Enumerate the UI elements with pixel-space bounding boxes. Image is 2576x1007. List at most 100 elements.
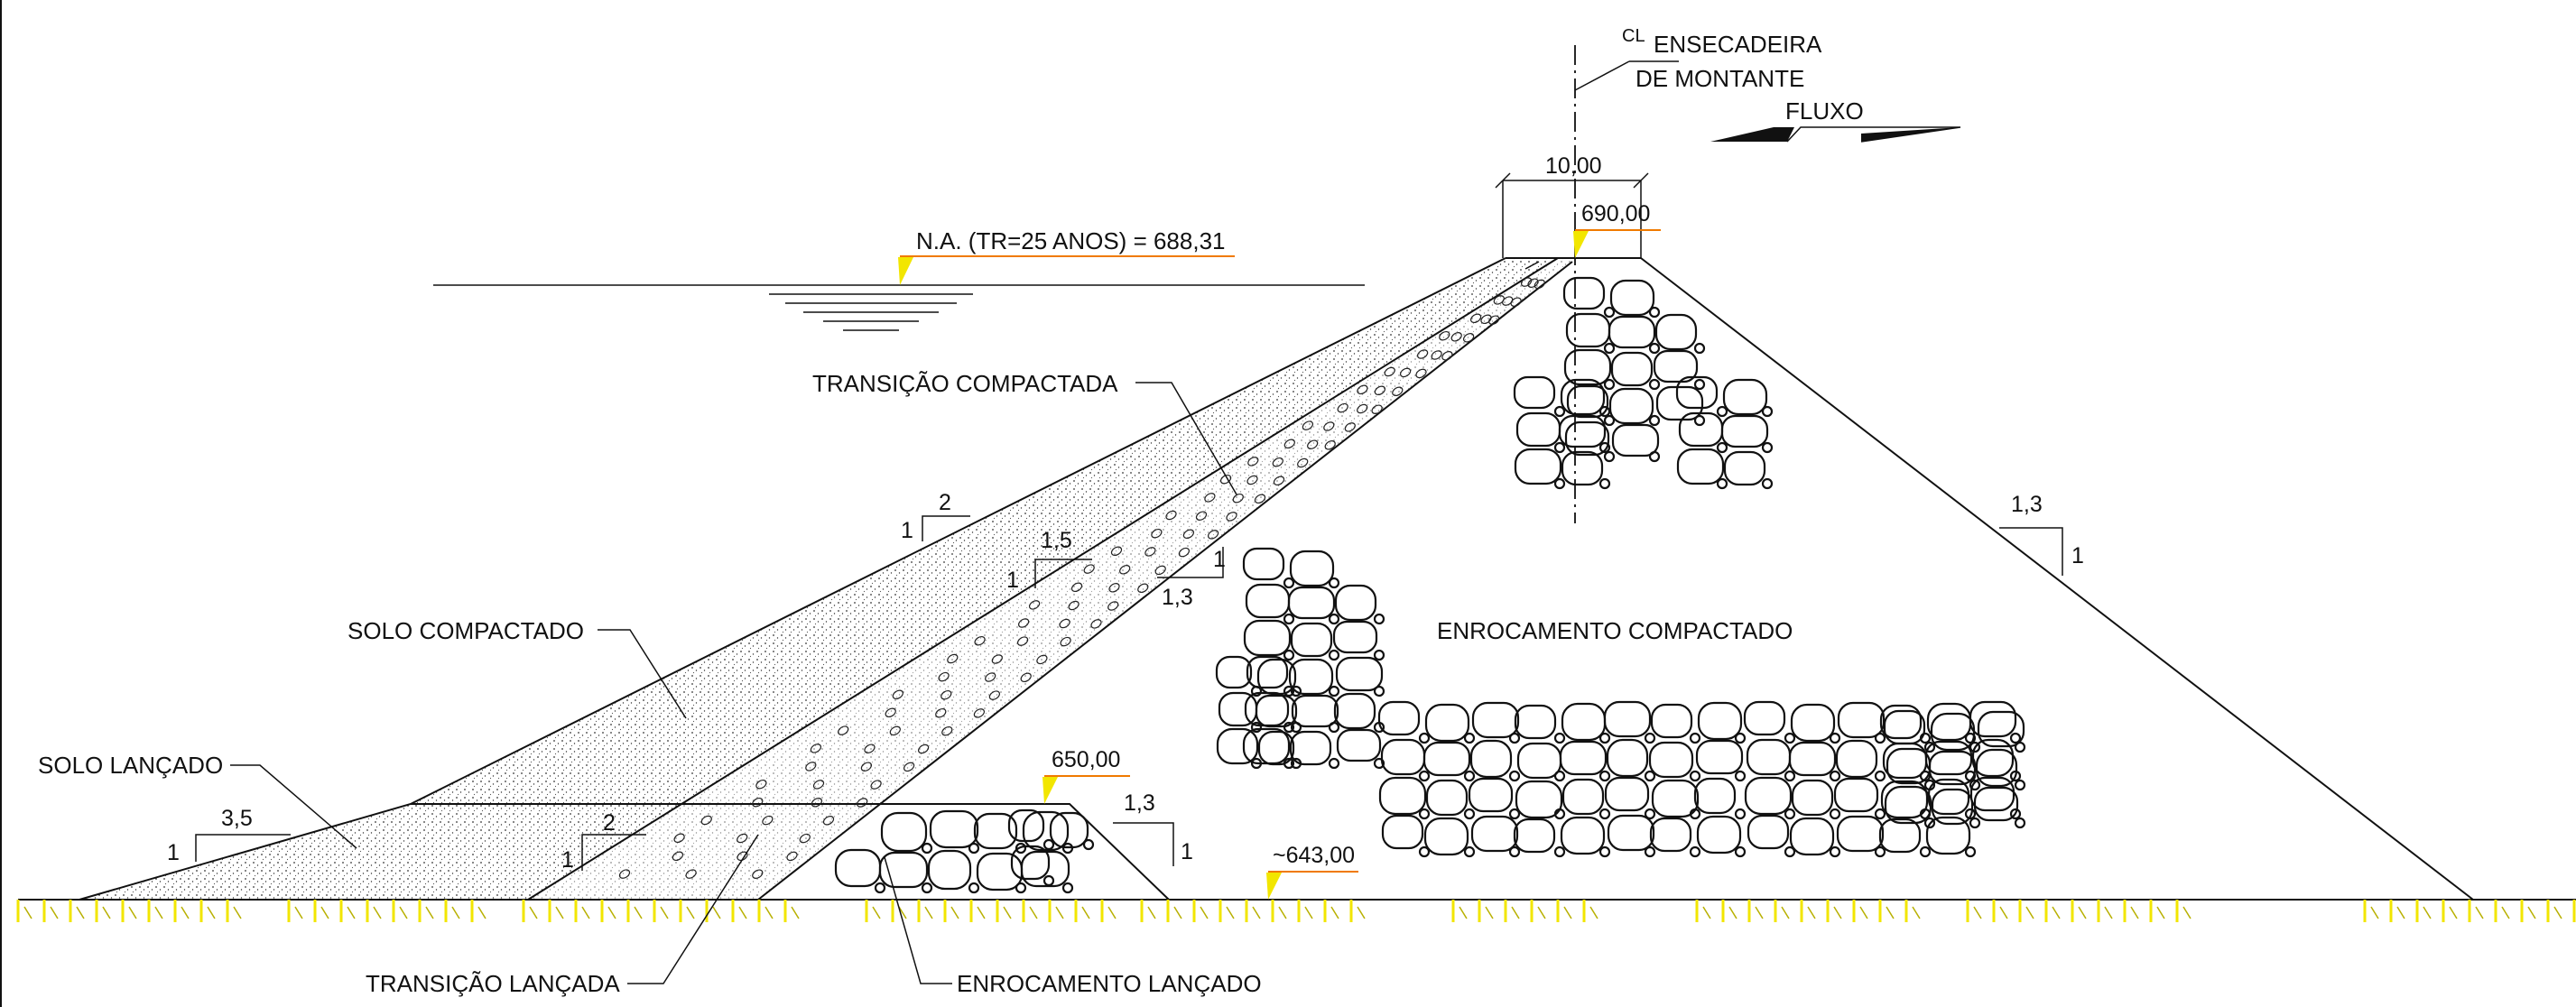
ground-tick-stroke — [477, 906, 486, 919]
transition-oval — [974, 635, 986, 646]
rock-cell — [880, 811, 928, 853]
transition-oval — [1254, 494, 1266, 504]
rock-knot — [1418, 845, 1431, 858]
rock-cell — [1470, 815, 1519, 853]
rock-cell — [1608, 315, 1656, 349]
transition-oval — [1399, 367, 1412, 378]
rock-knot — [1598, 405, 1611, 418]
ground-tick-stroke — [1107, 906, 1117, 919]
rock-cell — [1335, 656, 1384, 692]
rock-knot — [1042, 838, 1055, 851]
ground-tick-stroke — [102, 906, 111, 919]
rock-knot — [1969, 741, 1981, 753]
transition-oval — [1232, 493, 1244, 504]
transition-oval — [1107, 601, 1119, 611]
rock-cell — [1676, 448, 1725, 485]
rock-knot — [1328, 685, 1340, 698]
rock-cell — [1256, 658, 1297, 696]
transition-oval — [1502, 296, 1514, 306]
rock-knot — [1969, 779, 1981, 791]
transition-oval — [1337, 402, 1348, 413]
ground-tick-stroke — [128, 906, 137, 919]
ground-tick-stroke — [1999, 906, 2008, 919]
transition-oval — [1480, 314, 1492, 325]
rock-knot — [1553, 441, 1566, 454]
transition-oval — [1357, 403, 1368, 414]
rock-cell — [1746, 738, 1792, 776]
leader-transicao-lancada — [627, 834, 759, 984]
transition-oval — [1110, 546, 1123, 557]
rock-knot — [1874, 732, 1886, 744]
transition-oval — [1165, 510, 1177, 521]
rock-knot — [874, 882, 886, 894]
rock-knot — [1874, 845, 1886, 858]
rock-cell — [927, 849, 972, 891]
rock-cell — [1468, 777, 1514, 813]
transition-oval — [917, 744, 930, 754]
label-enrocamento-lancado: ENROCAMENTO LANÇADO — [957, 970, 1262, 997]
slope-transition-upper — [1034, 559, 1092, 588]
ground-tick-stroke — [660, 906, 669, 919]
rock-knot — [1418, 808, 1431, 820]
ground-tick-stroke — [1781, 906, 1790, 919]
rock-cell — [1289, 550, 1335, 587]
rock-knot — [1283, 649, 1295, 661]
transition-oval — [1137, 583, 1149, 594]
rock-knot — [1373, 757, 1385, 770]
foundation-elevation-marker — [1266, 871, 1358, 900]
rock-cell — [1561, 450, 1604, 486]
ground-tick-stroke — [607, 906, 616, 919]
rock-knot — [921, 842, 933, 855]
ground-tick-stroke — [1728, 906, 1737, 919]
slope-downstream — [1999, 527, 2063, 576]
rock-cell — [834, 848, 882, 888]
transition-oval — [1207, 530, 1219, 540]
water-level-lines — [433, 284, 1365, 331]
slope-downstream-v: 1 — [2071, 543, 2084, 568]
ground-tick-stroke — [1563, 906, 1572, 919]
rock-cell — [1561, 702, 1607, 742]
slope-upstream-outer-v: 1 — [901, 518, 913, 543]
transition-oval — [810, 744, 822, 753]
rock-cell — [1377, 700, 1421, 736]
rock-cell — [1969, 776, 2015, 812]
transition-oval — [860, 762, 873, 771]
transition-oval — [938, 671, 950, 682]
rock-cell — [1559, 740, 1608, 776]
centerline-symbol: CL — [1622, 26, 1645, 46]
solo-zone — [79, 258, 1558, 900]
rock-knot — [1829, 808, 1841, 820]
rock-cell — [1291, 694, 1339, 728]
ground-tick-stroke — [1226, 906, 1235, 919]
ground-tick-stroke — [1755, 906, 1764, 919]
rock-knot — [921, 882, 933, 894]
crest-dimension — [1495, 172, 1649, 258]
rock-cell — [1423, 817, 1469, 856]
rock-knot — [1553, 845, 1566, 858]
rock-cell — [1931, 788, 1974, 826]
rock-knot — [1373, 649, 1385, 661]
rock-cell — [1566, 384, 1609, 419]
rock-knot — [968, 882, 980, 894]
rock-knot — [1734, 845, 1747, 858]
rock-cell — [1558, 414, 1607, 448]
transition-oval — [1416, 349, 1429, 359]
transition-oval — [812, 780, 825, 790]
rock-cell — [1381, 814, 1424, 850]
rock-cell — [1977, 710, 2025, 748]
rock-cell — [1790, 703, 1836, 743]
rock-knot — [1418, 732, 1431, 744]
rock-cell — [1333, 692, 1376, 730]
transition-oval — [1119, 565, 1131, 575]
berm-elevation: 650,00 — [1052, 747, 1120, 772]
transition-oval — [1090, 619, 1102, 629]
slope-transicao-lancada-h: 2 — [603, 810, 616, 836]
centerline-leader — [1574, 60, 1630, 91]
slope-enrocamento-lancado-h: 1,3 — [1124, 790, 1155, 816]
transition-oval — [1374, 385, 1386, 396]
rock-knot — [1644, 770, 1656, 782]
transition-ovals — [618, 277, 1545, 879]
rock-knot — [1874, 770, 1886, 782]
rock-cell — [1288, 658, 1334, 696]
rock-cell — [1747, 814, 1790, 850]
